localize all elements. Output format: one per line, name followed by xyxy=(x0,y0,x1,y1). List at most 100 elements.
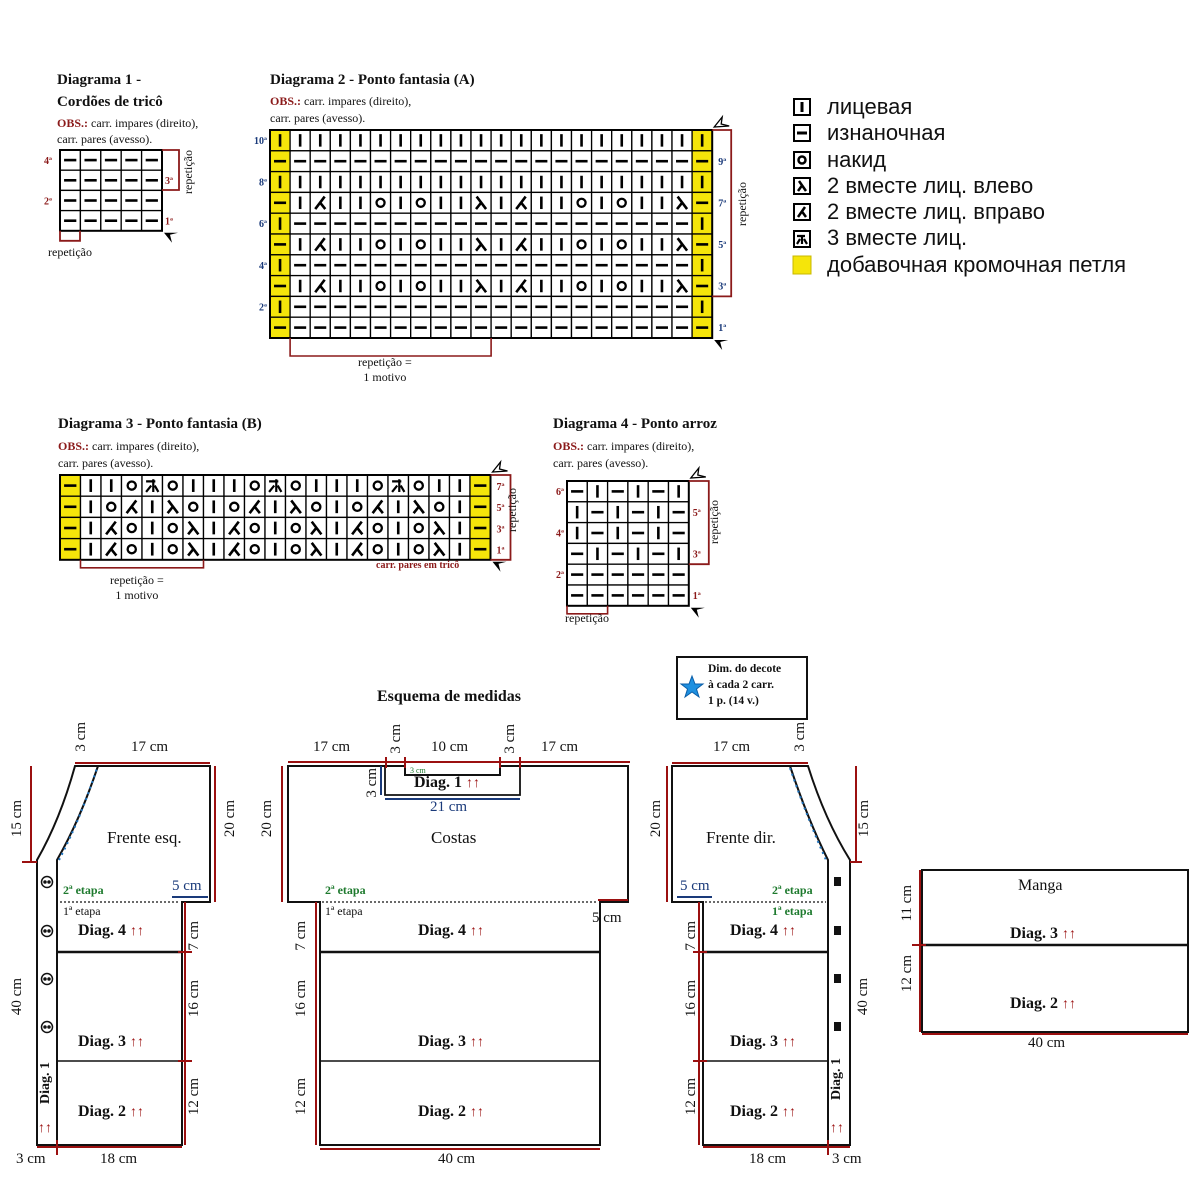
stitch-cell xyxy=(346,495,369,519)
stitch-cell xyxy=(570,170,593,194)
stitch-cell xyxy=(550,150,573,173)
stitch-cell xyxy=(140,209,163,232)
row-number-label: 5ª xyxy=(693,508,701,519)
legend-label: изнаночная xyxy=(827,120,946,146)
stitch-cell xyxy=(470,150,492,173)
stitch-cell xyxy=(450,191,472,214)
edge-stitch-cell xyxy=(469,516,492,540)
stitch-cell xyxy=(223,474,246,497)
stitch-cell xyxy=(566,542,588,565)
stitch-cell xyxy=(100,149,122,171)
stitch-cell xyxy=(243,495,266,519)
edge-stitch-cell xyxy=(269,274,291,298)
stitch-cell xyxy=(325,495,348,519)
back-neck-side-right: 3 cm xyxy=(502,724,518,754)
edge-stitch-cell xyxy=(269,191,291,214)
stitch-cell xyxy=(510,170,532,194)
stitch-cell xyxy=(570,129,593,152)
legend-label: 2 вместе лиц. влево xyxy=(827,172,1034,198)
diagram2-repeat-vertical: repetição xyxy=(735,182,749,226)
back-diag2: Diag. 2 ↑↑ xyxy=(418,1103,484,1121)
right-front-neck-dots xyxy=(789,767,827,861)
stitch-cell xyxy=(627,480,649,503)
k2tog-left-icon xyxy=(310,520,323,536)
star-icon xyxy=(679,674,705,699)
stitch-cell xyxy=(550,295,573,318)
stitch-cell xyxy=(566,480,588,503)
k2tog-right-icon xyxy=(105,542,118,557)
stitch-cell xyxy=(450,212,472,235)
k2tog-left-icon xyxy=(793,177,811,196)
diagram4-repeat-label: repetição xyxy=(565,611,609,625)
stitch-cell xyxy=(389,295,412,318)
stitch-cell xyxy=(667,563,690,586)
stitch-cell xyxy=(305,495,328,519)
stitch-cell xyxy=(510,274,532,298)
k2tog-right-icon xyxy=(793,203,811,222)
section-label: Diag. 1 xyxy=(414,774,462,791)
stitch-cell xyxy=(611,254,633,277)
stitch-cell xyxy=(410,295,432,318)
stitch-cell xyxy=(530,191,553,214)
yarn-over-icon xyxy=(351,501,363,513)
stitch-cell xyxy=(550,274,573,298)
stitch-cell xyxy=(120,169,143,192)
stitch-cell xyxy=(428,516,451,540)
stitch-cell xyxy=(289,170,311,194)
k2tog-left-icon xyxy=(310,542,323,557)
stitch-cell xyxy=(590,274,613,298)
stitch-cell xyxy=(627,501,649,524)
stitch-cell xyxy=(651,129,673,152)
stitch-cell xyxy=(450,274,472,298)
stitch-cell xyxy=(470,170,492,194)
stitch-cell xyxy=(120,537,143,561)
right-front-stage1: 1ª etapa xyxy=(772,904,813,918)
left-front-band-arrows-icon: ↑↑ xyxy=(38,1121,52,1136)
stitch-cell xyxy=(586,501,609,524)
stitch-cell xyxy=(430,212,452,235)
left-front-h-diag2: 12 cm xyxy=(186,1078,202,1116)
button-icons xyxy=(40,875,54,1034)
diagram4-obs-2: carr. pares (avesso). xyxy=(553,456,649,470)
stitch-cell xyxy=(651,295,673,318)
k2tog-right-icon xyxy=(351,542,364,557)
stitch-cell xyxy=(366,516,389,540)
sleeve-width: 40 cm xyxy=(1028,1035,1066,1051)
stitch-cell xyxy=(570,191,593,214)
edge-stitch-cell xyxy=(691,316,713,339)
legend-label: накид xyxy=(827,146,887,172)
yarn-over-icon xyxy=(576,197,587,208)
obs-text-1: carr. impares (direito), xyxy=(91,116,199,130)
left-front-band-diag: Diag. 1 xyxy=(38,1062,53,1104)
diagram3-obs-2: carr. pares (avesso). xyxy=(58,456,154,470)
diagram2-obs-2: carr. pares (avesso). xyxy=(270,111,366,125)
k2tog-right-icon xyxy=(371,499,384,514)
k2tog-left-icon xyxy=(166,499,179,514)
yarn-over-icon xyxy=(290,522,301,534)
right-front-h-diag4: 7 cm xyxy=(683,921,699,951)
stitch-cell xyxy=(570,274,593,298)
row-number-label: 1ª xyxy=(497,546,505,557)
stitch-cell xyxy=(140,149,163,171)
stitch-cell xyxy=(470,191,492,214)
stitch-cell xyxy=(387,537,410,561)
stitch-cell xyxy=(389,150,412,173)
diagram2-horizontal-repeat-bracket xyxy=(289,338,492,357)
legend-item-k2tog-right: 2 вместе лиц. вправо xyxy=(793,199,1126,225)
stitch-cell xyxy=(651,316,673,339)
stitch-cell xyxy=(450,254,472,277)
stitch-cell xyxy=(410,129,432,152)
back-bottom-width: 40 cm xyxy=(438,1151,476,1167)
stitch-cell xyxy=(671,274,693,298)
stitch-cell xyxy=(671,150,693,173)
stitch-cell xyxy=(631,170,653,194)
row-number-label: 9ª xyxy=(718,157,726,168)
yarn-over-icon xyxy=(372,543,383,555)
stitch-cell xyxy=(329,295,352,318)
right-front-bottom-width: 18 cm xyxy=(749,1151,787,1167)
stitch-cell xyxy=(329,191,352,214)
stitch-cell xyxy=(631,316,653,339)
section-label: Diag. 2 xyxy=(1010,995,1058,1012)
stitch-cell xyxy=(79,189,102,212)
repeat-motif-line2: 1 motivo xyxy=(115,588,159,602)
